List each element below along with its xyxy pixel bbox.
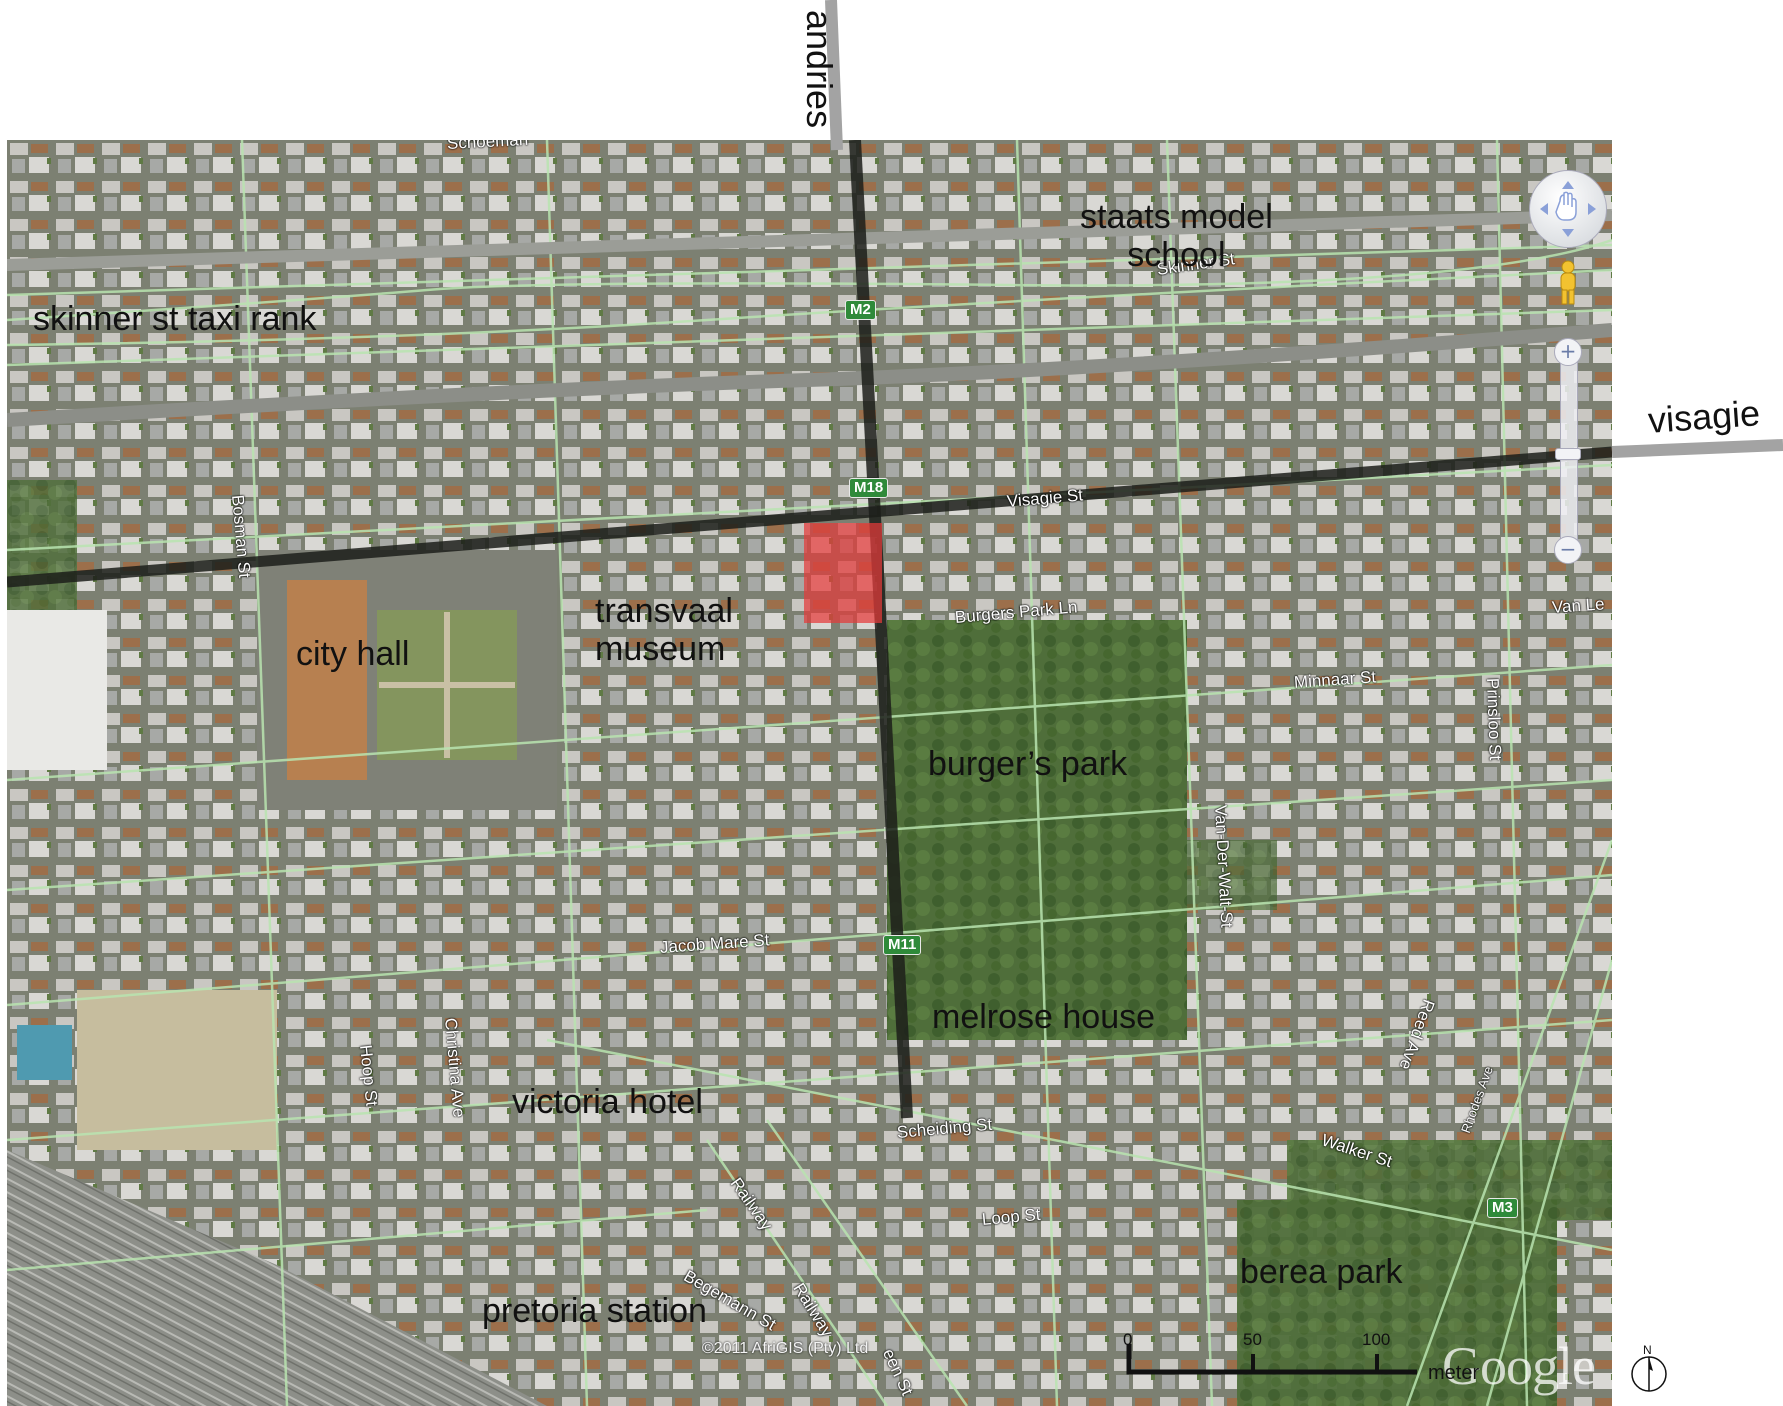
road-label-andries: andries <box>799 10 840 129</box>
place-label-skinner-taxi-rank: skinner st taxi rank <box>33 300 317 338</box>
zoom-slider-thumb[interactable] <box>1555 448 1581 460</box>
place-label-victoria-hotel: victoria hotel <box>512 1083 703 1121</box>
place-label-transvaal-museum: transvaal museum <box>595 592 733 669</box>
route-shield-m18: M18 <box>849 478 889 498</box>
aerial-map[interactable]: Schoeman Skinner St Bosman St Visagie St… <box>7 140 1612 1406</box>
zoom-in-icon[interactable]: + <box>1554 338 1582 366</box>
scale-tick-100: 100 <box>1362 1330 1391 1349</box>
place-label-city-hall: city hall <box>296 635 410 673</box>
north-label: N <box>1643 1343 1652 1357</box>
north-arrow-icon <box>1631 1356 1667 1392</box>
scale-bar <box>1126 1344 1417 1375</box>
pan-control[interactable] <box>1529 170 1607 248</box>
map-base <box>7 140 1612 1406</box>
pegman-icon[interactable] <box>1555 260 1581 308</box>
place-label-melrose-house: melrose house <box>932 998 1156 1036</box>
scale-unit: meter <box>1428 1362 1480 1384</box>
scale-tick-0: 0 <box>1123 1330 1133 1349</box>
route-shield-m2: M2 <box>845 300 876 320</box>
route-shield-m3: M3 <box>1487 1198 1518 1218</box>
map-credit: ©2011 AfriGIS (Pty) Ltd <box>702 1340 869 1357</box>
place-label-staats-model-school: staats model school <box>1080 198 1273 275</box>
zoom-out-icon[interactable]: − <box>1554 536 1582 564</box>
place-label-burgers-park: burger’s park <box>928 745 1128 783</box>
highlighted-site[interactable] <box>804 523 882 623</box>
place-label-pretoria-station: pretoria station <box>482 1292 707 1330</box>
google-logo: Google <box>1442 1336 1596 1396</box>
scale-tick-50: 50 <box>1243 1330 1262 1349</box>
route-shield-m11: M11 <box>883 935 922 955</box>
pan-hand-icon <box>1540 181 1596 237</box>
road-label-visagie: visagie <box>1646 392 1762 441</box>
place-label-berea-park: berea park <box>1240 1253 1403 1291</box>
